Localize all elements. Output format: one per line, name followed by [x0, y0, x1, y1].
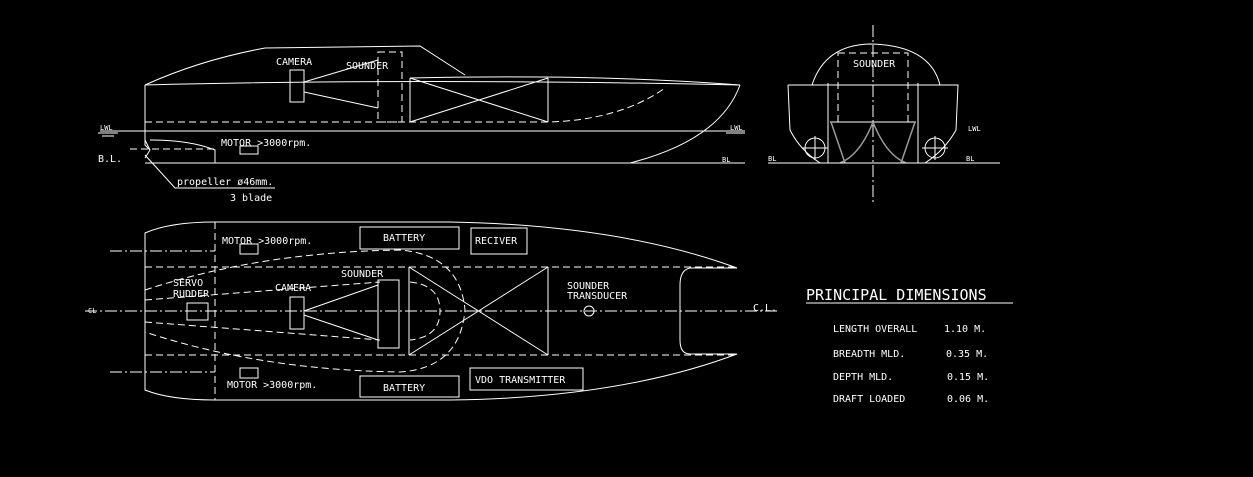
propeller-leader: [144, 139, 275, 189]
front-sounder-label: SOUNDER: [853, 59, 896, 70]
dim-value: 0.35 M.: [946, 349, 988, 360]
propeller-label: propeller ø46mm.: [177, 177, 273, 188]
hull-section: [787, 84, 959, 164]
sounder-box: [377, 279, 400, 349]
transducer-label-2: TRANSDUCER: [567, 291, 628, 302]
motor-top-label: MOTOR >3000rpm.: [222, 236, 312, 247]
transducer-circle: [583, 305, 595, 317]
wheel-crosshairs: [802, 136, 948, 160]
dim-label: DRAFT LOADED: [833, 394, 905, 405]
hull-plan-outline: [144, 221, 738, 401]
bl-label: B.L.: [98, 154, 122, 165]
receiver-label: RECIVER: [475, 236, 518, 247]
front-lwl-label: LWL: [968, 125, 981, 133]
camera-label: CAMERA: [275, 283, 311, 294]
camera-view-lines: [303, 284, 379, 341]
deck-line: [144, 81, 741, 86]
compartment-x: [408, 266, 549, 356]
keel-line: [149, 139, 216, 163]
servo-box: [186, 302, 209, 321]
cabin-outline: [144, 45, 466, 86]
deck-outline: [144, 249, 466, 373]
motor-box: [239, 145, 259, 155]
motor-box-bottom: [239, 367, 259, 379]
motor-bottom-label: MOTOR >3000rpm.: [227, 380, 317, 391]
sounder-label: SOUNDER: [346, 61, 389, 72]
motor-box-top: [239, 243, 259, 255]
dim-value: 0.15 M.: [947, 372, 989, 383]
cabin-dome: [811, 43, 941, 86]
dimensions-title: PRINCIPAL DIMENSIONS: [806, 286, 987, 304]
vdo-transmitter-box: [469, 367, 584, 391]
motor-label: MOTOR >3000rpm.: [221, 138, 311, 149]
dim-label: DEPTH MLD.: [833, 372, 893, 383]
receiver-box: [470, 227, 528, 255]
demihull-lines: [145, 222, 737, 400]
principal-dimensions: PRINCIPAL DIMENSIONS LENGTH OVERALL 1.10…: [806, 286, 1013, 405]
battery-top-label: BATTERY: [383, 233, 425, 244]
rudder-label: RUDDER: [173, 289, 210, 300]
front-bl-left: BL: [768, 155, 776, 163]
dim-value: 0.06 M.: [947, 394, 989, 405]
servo-label: SERVO: [173, 278, 203, 289]
plan-view: BATTERY BATTERY RECIVER VDO TRANSMITTER …: [85, 221, 780, 401]
compartment-x: [409, 77, 549, 123]
front-bl-right: BL: [966, 155, 974, 163]
sounder-box: [837, 52, 909, 123]
camera-box: [289, 69, 305, 103]
stern-line: [144, 85, 151, 151]
sounder-label: SOUNDER: [341, 269, 384, 280]
blade-label: 3 blade: [230, 193, 272, 204]
cl-label-left: CL: [88, 307, 96, 315]
demihull-lines: [830, 121, 916, 164]
bl-label-right: BL: [722, 156, 730, 164]
transducer-label-1: SOUNDER: [567, 281, 610, 292]
lwl-marks: [98, 132, 745, 137]
camera-label: CAMERA: [276, 57, 312, 68]
sheer-line: [409, 76, 741, 86]
inner-lines: [144, 281, 441, 341]
front-view: SOUNDER LWL BL BL: [768, 25, 1000, 205]
lwl-label-right: LWL: [730, 124, 743, 132]
dim-label: BREADTH MLD.: [833, 349, 905, 360]
lwl-label-left: LWL: [100, 124, 113, 132]
shaft-lines: [110, 250, 215, 373]
chine-line: [145, 87, 666, 123]
bow-profile: [629, 84, 741, 164]
camera-view-lines: [303, 59, 379, 109]
dim-value: 1.10 M.: [944, 324, 986, 335]
vdo-label: VDO TRANSMITTER: [475, 375, 566, 386]
camera-box: [289, 296, 305, 330]
battery-box-bottom: [359, 375, 460, 398]
battery-box-top: [359, 226, 460, 250]
dim-label: LENGTH OVERALL: [833, 324, 917, 335]
cl-label-right: C.L.: [753, 303, 777, 314]
battery-bottom-label: BATTERY: [383, 383, 425, 394]
side-view: CAMERA SOUNDER MOTOR >3000rpm. propeller…: [98, 45, 745, 204]
